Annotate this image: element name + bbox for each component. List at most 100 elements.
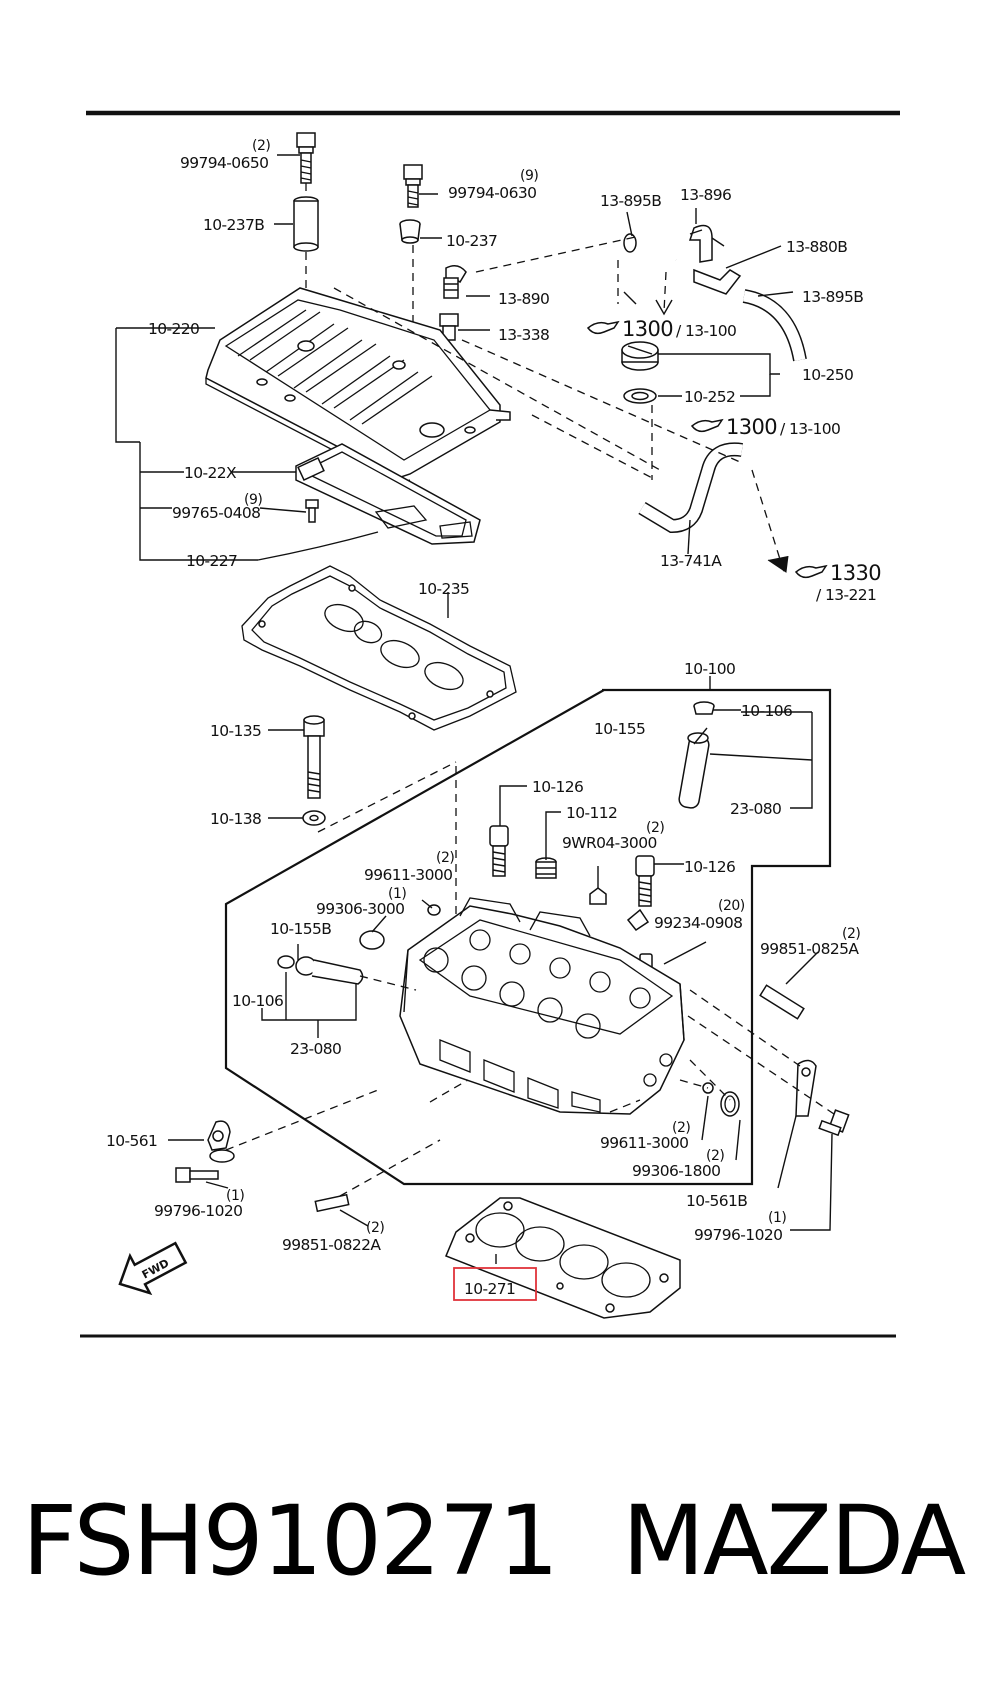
label-10-138: 10-138 [210, 810, 261, 828]
plug-99306-1800-drawing [720, 1091, 740, 1117]
ref-upper-sub: / 13-100 [676, 322, 736, 340]
plug-9WR04-3000-drawing [589, 887, 607, 905]
label-9WR04-3000: 9WR04-3000 [562, 834, 657, 852]
label-10-561B: 10-561B [686, 1192, 747, 1210]
qty-99234-0908: (20) [718, 898, 745, 914]
pcv-hose-13-890-drawing [443, 265, 467, 299]
label-99306-3000: 99306-3000 [316, 900, 404, 918]
stud-99851-0822A-drawing [314, 1193, 350, 1213]
bolt-99796-1020-b-drawing [818, 1109, 850, 1137]
label-10-235: 10-235 [418, 580, 469, 598]
engine-hanger-10-561B-drawing [795, 1059, 817, 1117]
ref-lower-number: 1300 [726, 415, 777, 439]
bolt-10-126-a-drawing [489, 825, 509, 877]
brand-name: MAZDA [622, 1485, 966, 1597]
label-10-271: 10-271 [464, 1280, 515, 1298]
valve-guide-10-155B-drawing [277, 955, 364, 985]
washer-10-138-drawing [302, 810, 326, 826]
label-10-155: 10-155 [594, 720, 645, 738]
label-10-106-top: 10-106 [741, 702, 792, 720]
label-10-227: 10-227 [186, 552, 237, 570]
label-10-237: 10-237 [446, 232, 497, 250]
highlight-box [453, 1267, 537, 1301]
ref-upper-number: 1300 [622, 317, 673, 341]
ref-lower-sub: / 13-100 [780, 420, 840, 438]
bolt-99796-1020-a-drawing [175, 1167, 219, 1183]
qty-99611-3000-a: (2) [436, 850, 454, 866]
oil-cap-10-250-drawing [621, 341, 659, 371]
qty-99306-1800: (2) [706, 1148, 724, 1164]
pointing-hand-icon [586, 320, 620, 335]
qty-99796-1020-b: (1) [768, 1210, 786, 1226]
label-99851-0822A: 99851-0822A [282, 1236, 381, 1254]
engine-hanger-10-561-drawing [207, 1120, 235, 1163]
label-10-237B: 10-237B [203, 216, 264, 234]
ref-1330: 1330 / 13-221 [794, 561, 882, 604]
label-13-895B-top: 13-895B [600, 192, 661, 210]
plug-10-112-drawing [535, 857, 557, 879]
qty-99851-0822A: (2) [366, 1220, 384, 1236]
valve-cover-10-220-drawing [205, 287, 511, 485]
ref-1300-lower: 1300 / 13-100 [690, 415, 841, 439]
label-10-22X: 10-22X [184, 464, 237, 482]
label-99796-1020-b: 99796-1020 [694, 1226, 782, 1244]
label-23-080-left: 23-080 [290, 1040, 341, 1058]
label-99851-0825A: 99851-0825A [760, 940, 859, 958]
label-13-895B-right: 13-895B [802, 288, 863, 306]
label-99611-3000-a: 99611-3000 [364, 866, 452, 884]
grommet-10-237-drawing [399, 219, 421, 244]
qty-99794-0630: (9) [520, 168, 538, 184]
footer-caption: FSH910271 MAZDA [0, 1485, 991, 1625]
gasket-10-252-drawing [623, 388, 657, 404]
bolt-10-126-b-drawing [635, 855, 655, 907]
label-13-896: 13-896 [680, 186, 731, 204]
label-13-880B: 13-880B [786, 238, 847, 256]
bolt-10-135-drawing [303, 715, 325, 799]
pointing-hand-icon [794, 564, 828, 579]
label-10-112: 10-112 [566, 804, 617, 822]
bolt-99765-0408-drawing [305, 499, 319, 523]
label-13-338: 13-338 [498, 326, 549, 344]
cylinder-head-drawing [399, 897, 685, 1115]
qty-99796-1020-a: (1) [226, 1188, 244, 1204]
label-10-220: 10-220 [148, 320, 199, 338]
label-13-890: 13-890 [498, 290, 549, 308]
pointing-hand-icon [690, 418, 724, 433]
label-99794-0650: 99794-0650 [180, 154, 268, 172]
stud-99851-0825A-drawing [759, 984, 805, 1020]
label-10-252: 10-252 [684, 388, 735, 406]
label-10-561: 10-561 [106, 1132, 157, 1150]
label-10-155B: 10-155B [270, 920, 331, 938]
label-99794-0630: 99794-0630 [448, 184, 536, 202]
sleeve-10-237B-drawing [293, 196, 319, 252]
label-10-100: 10-100 [684, 660, 735, 678]
bolt-99794-0630-drawing [403, 164, 423, 208]
bolt-99794-0650-drawing [296, 132, 316, 184]
hose-13-741A-drawing [638, 442, 743, 534]
head-gasket-10-271-drawing [445, 1197, 681, 1319]
qty-99611-3000-b: (2) [672, 1120, 690, 1136]
ref-1330-number: 1330 [830, 561, 881, 585]
qty-99306-3000: (1) [388, 886, 406, 902]
ref-1300-upper: 1300 / 13-100 [586, 317, 737, 341]
label-10-126-b: 10-126 [684, 858, 735, 876]
label-23-080-top: 23-080 [730, 800, 781, 818]
label-99306-1800: 99306-1800 [632, 1162, 720, 1180]
gasket-10-235-drawing [241, 565, 517, 731]
fitting-13-896-drawing [688, 224, 713, 263]
label-10-250: 10-250 [802, 366, 853, 384]
label-99796-1020-a: 99796-1020 [154, 1202, 242, 1220]
tee-13-880B-drawing [693, 268, 742, 295]
ref-1330-sub: / 13-221 [816, 586, 876, 604]
label-10-126-a: 10-126 [532, 778, 583, 796]
qty-99851-0825A: (2) [842, 926, 860, 942]
part-number: FSH910271 [22, 1485, 559, 1597]
qty-9WR04-3000: (2) [646, 820, 664, 836]
cylinder-head-boundary [224, 688, 832, 1186]
gasket-10-22X-drawing [295, 443, 481, 545]
label-10-106-left: 10-106 [232, 992, 283, 1010]
label-99234-0908: 99234-0908 [654, 914, 742, 932]
plug-99306-3000-drawing [359, 930, 385, 950]
fwd-arrow-icon: FWD [118, 1241, 188, 1296]
label-13-741A: 13-741A [660, 552, 722, 570]
